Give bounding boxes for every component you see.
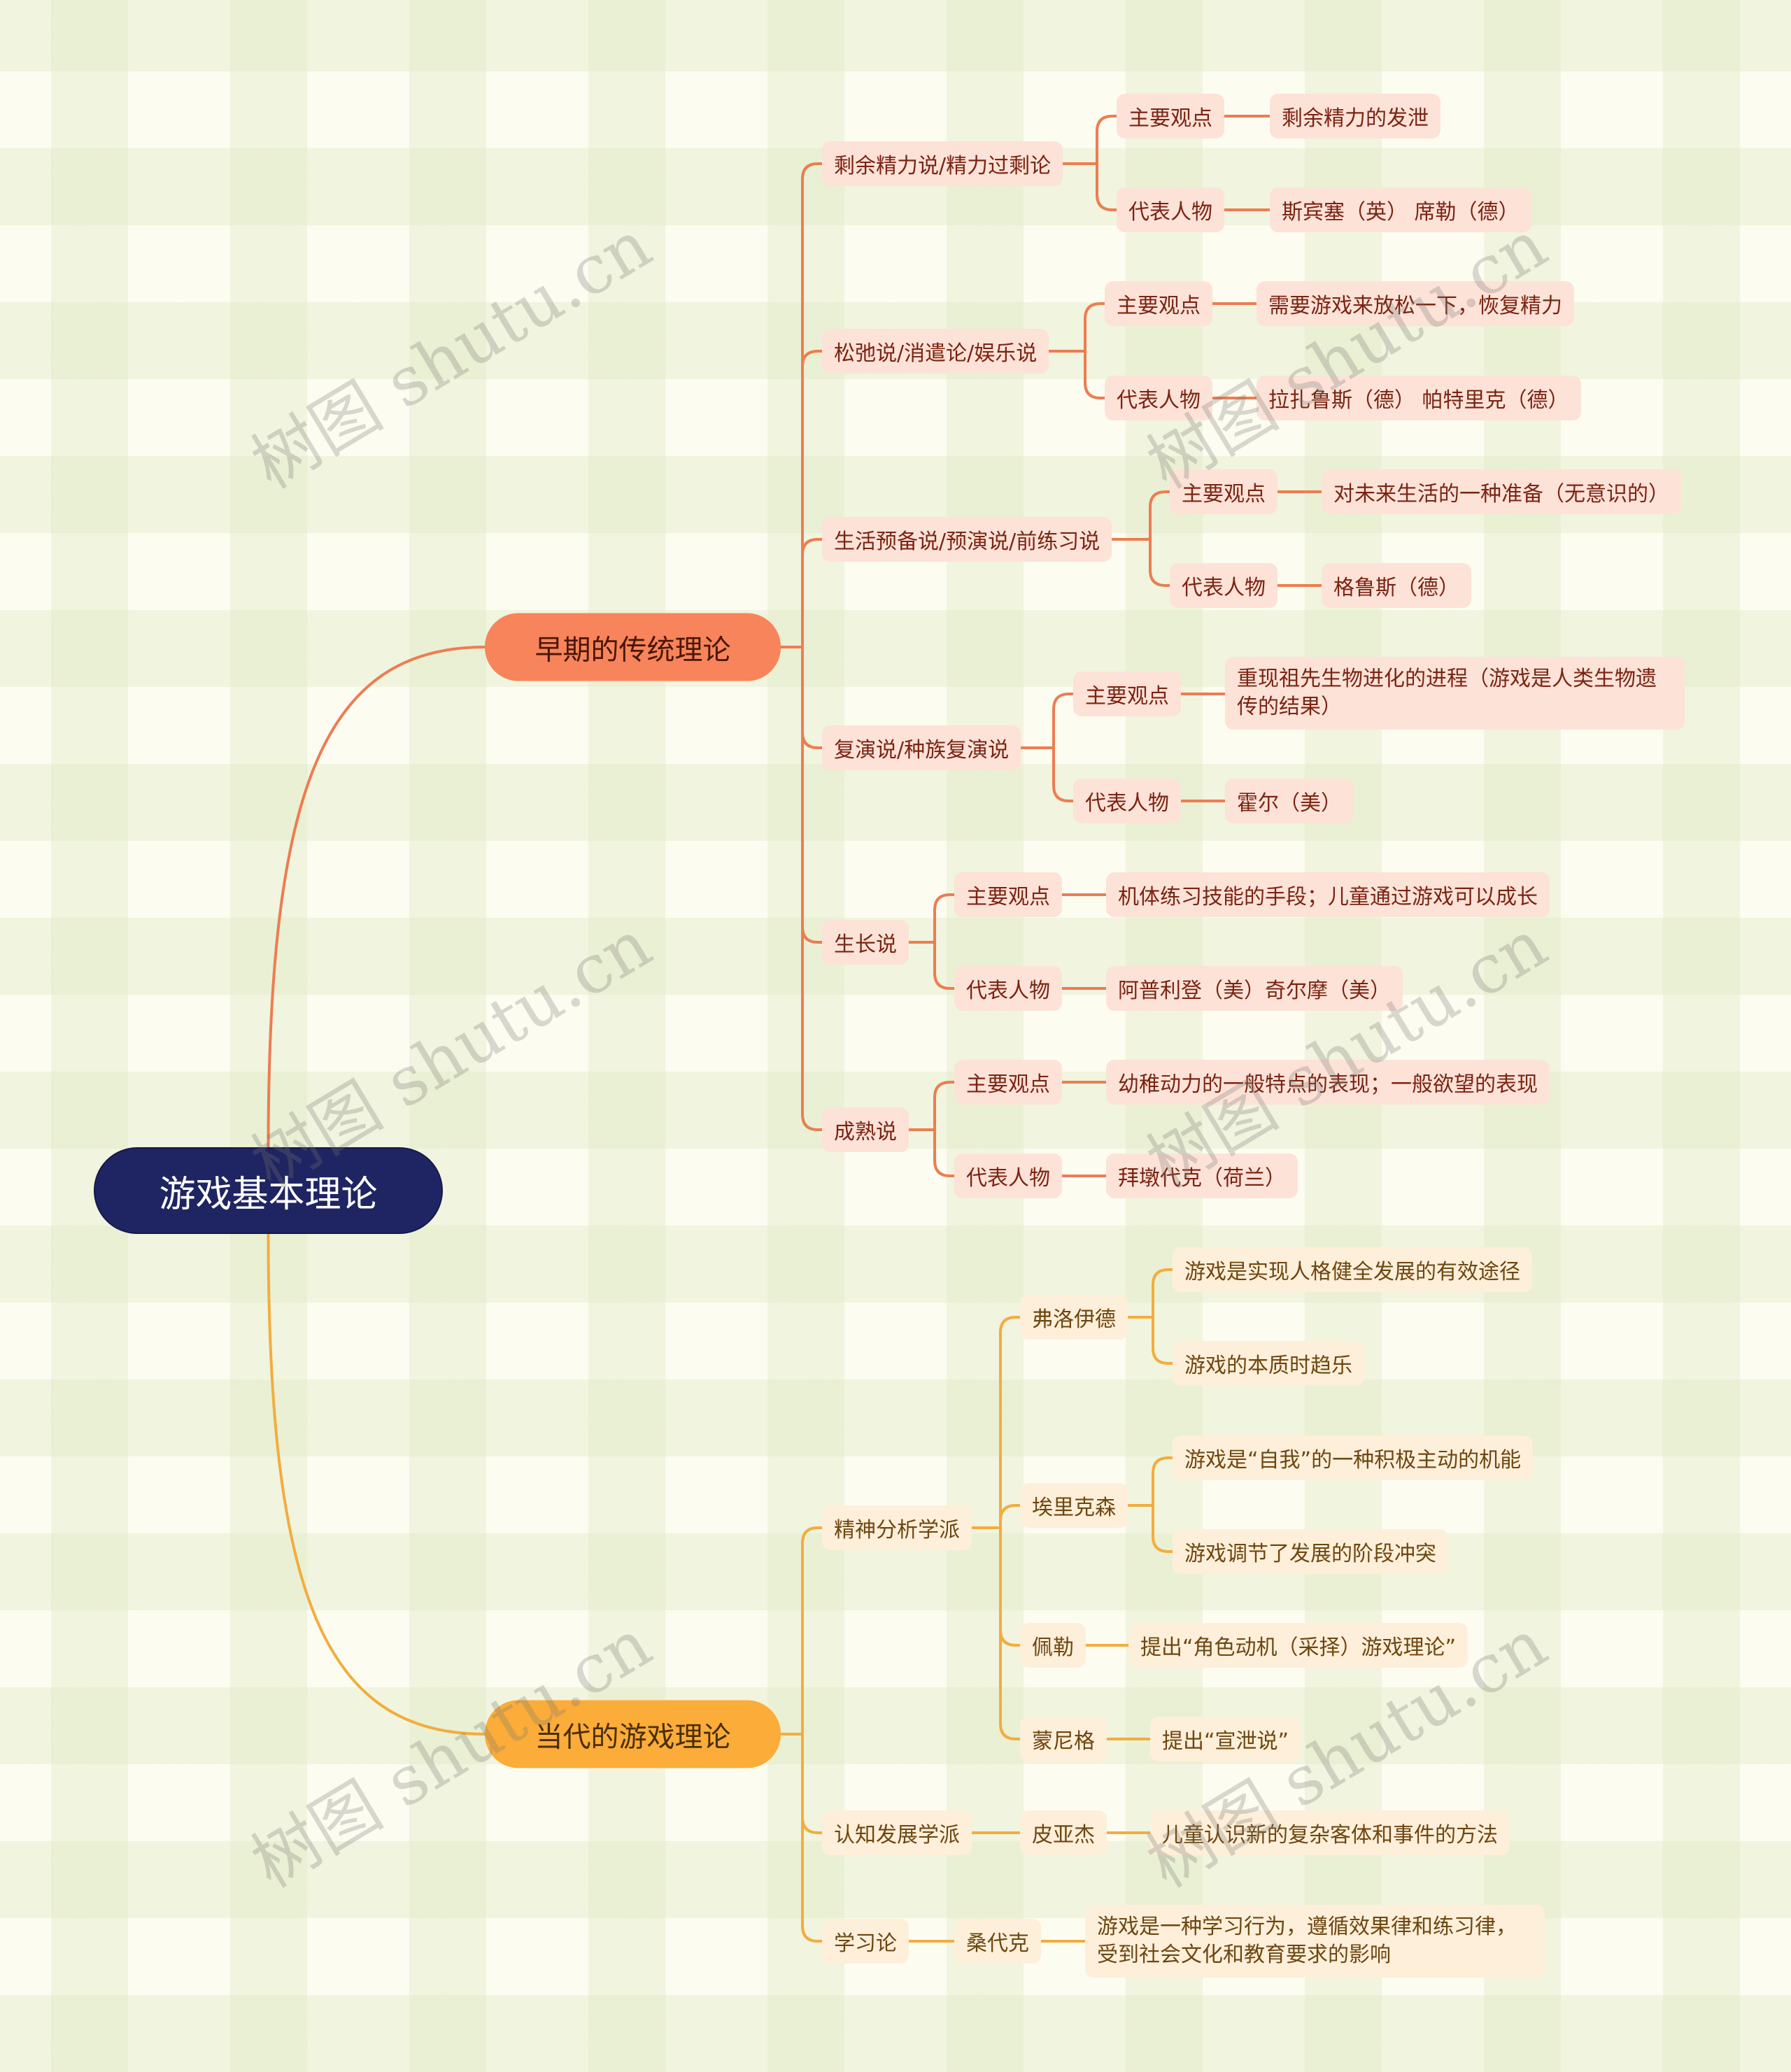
representatives-label[interactable]: 代表人物 (1117, 187, 1224, 232)
peller-point[interactable]: 提出“角色动机（采择）游戏理论” (1128, 1623, 1468, 1668)
branch-connector (781, 538, 822, 648)
branch-connector (1049, 350, 1105, 399)
branch-connector (781, 350, 822, 648)
erikson-point[interactable]: 游戏是“自我”的一种积极主动的机能 (1173, 1435, 1534, 1480)
theory-surplus-energy[interactable]: 剩余精力说/精力过剩论 (822, 141, 1063, 186)
root-to-contemporary-connector (267, 1233, 486, 1736)
representatives-label[interactable]: 代表人物 (954, 1154, 1062, 1198)
theory-maturation[interactable]: 成熟说 (822, 1107, 909, 1152)
person-peller[interactable]: 佩勒 (1020, 1623, 1086, 1668)
root-to-early-connector (267, 646, 486, 1148)
main-view-label[interactable]: 主要观点 (1117, 94, 1224, 139)
freud-point[interactable]: 游戏是实现人格健全发展的有效途径 (1173, 1247, 1532, 1292)
main-view-text[interactable]: 剩余精力的发泄 (1270, 94, 1440, 139)
main-view-text[interactable]: 需要游戏来放松一下，恢复精力 (1256, 281, 1574, 326)
thorndike-point[interactable]: 游戏是一种学习行为，遵循效果律和练习律，受到社会文化和教育要求的影响 (1085, 1905, 1545, 1978)
representatives-text[interactable]: 霍尔（美） (1225, 779, 1354, 823)
branch-connector (1049, 302, 1105, 353)
main-view-label[interactable]: 主要观点 (1073, 672, 1181, 716)
freud-point[interactable]: 游戏的本质时趋乐 (1173, 1341, 1364, 1386)
branch-connector (972, 1526, 1020, 1740)
branch-connector (781, 162, 822, 648)
representatives-text[interactable]: 格鲁斯（德） (1322, 563, 1471, 608)
branch-connector (781, 1526, 822, 1736)
branch-connector (1128, 1316, 1173, 1365)
branch-connector (972, 1316, 1020, 1529)
theory-relaxation[interactable]: 松弛说/消遣论/娱乐说 (822, 329, 1049, 374)
branch-connector (972, 1504, 1020, 1529)
person-thorndike[interactable]: 桑代克 (954, 1919, 1041, 1964)
representatives-text[interactable]: 拉扎鲁斯（德） 帕特里克（德） (1256, 376, 1581, 420)
branch-connector (909, 1081, 954, 1131)
main-view-text[interactable]: 机体练习技能的手段；儿童通过游戏可以成长 (1106, 872, 1550, 917)
branch-connector (1128, 1268, 1173, 1319)
person-freud[interactable]: 弗洛伊德 (1020, 1295, 1128, 1340)
erikson-point[interactable]: 游戏调节了发展的阶段冲突 (1173, 1529, 1448, 1574)
representatives-label[interactable]: 代表人物 (954, 966, 1062, 1011)
branch-connector (781, 646, 822, 1131)
school-learning[interactable]: 学习论 (822, 1919, 909, 1964)
branch-connector (972, 1526, 1020, 1647)
branch-connector (1128, 1456, 1173, 1507)
representatives-label[interactable]: 代表人物 (1073, 779, 1181, 823)
school-cognitive[interactable]: 认知发展学派 (822, 1810, 972, 1855)
branch-connector (1021, 746, 1073, 802)
branch-connector (909, 1128, 954, 1177)
theory-growth[interactable]: 生长说 (822, 920, 909, 965)
representatives-label[interactable]: 代表人物 (1105, 376, 1212, 420)
theory-life-preparation[interactable]: 生活预备说/预演说/前练习说 (822, 517, 1112, 562)
main-view-label[interactable]: 主要观点 (1105, 281, 1212, 326)
main-view-text[interactable]: 重现祖先生物进化的进程（游戏是人类生物遗传的结果） (1225, 657, 1685, 730)
branch-connector (909, 893, 954, 944)
main-view-label[interactable]: 主要观点 (954, 1060, 1062, 1105)
branch-early-theories[interactable]: 早期的传统理论 (485, 613, 781, 681)
representatives-label[interactable]: 代表人物 (1170, 563, 1277, 608)
representatives-text[interactable]: 拜墩代克（荷兰） (1106, 1154, 1298, 1198)
person-menninger[interactable]: 蒙尼格 (1020, 1717, 1107, 1761)
branch-connector (1112, 490, 1170, 541)
piaget-point[interactable]: 儿童认识新的复杂客体和事件的方法 (1150, 1810, 1510, 1855)
branch-connector (1063, 162, 1117, 211)
school-psychoanalysis[interactable]: 精神分析学派 (822, 1505, 972, 1550)
representatives-text[interactable]: 斯宾塞（英） 席勒（德） (1270, 187, 1531, 232)
branch-connector (1063, 115, 1117, 165)
menninger-point[interactable]: 提出“宣泄说” (1150, 1717, 1301, 1761)
representatives-text[interactable]: 阿普利登（美）奇尔摩（美） (1106, 966, 1403, 1011)
person-piaget[interactable]: 皮亚杰 (1020, 1810, 1107, 1855)
branch-connector (1128, 1504, 1173, 1553)
main-view-label[interactable]: 主要观点 (1170, 469, 1277, 514)
main-view-text[interactable]: 幼稚动力的一般特点的表现；一般欲望的表现 (1106, 1060, 1550, 1105)
root-topic[interactable]: 游戏基本理论 (94, 1147, 443, 1234)
theory-recapitulation[interactable]: 复演说/种族复演说 (822, 725, 1021, 770)
main-view-label[interactable]: 主要观点 (954, 872, 1062, 917)
main-view-text[interactable]: 对未来生活的一种准备（无意识的） (1322, 469, 1681, 514)
person-erikson[interactable]: 埃里克森 (1020, 1483, 1128, 1528)
branch-connector (1021, 693, 1073, 749)
branch-connector (909, 941, 954, 990)
branch-connector (1112, 538, 1170, 587)
branch-contemporary-theories[interactable]: 当代的游戏理论 (485, 1700, 781, 1768)
branch-connector (781, 1733, 822, 1943)
